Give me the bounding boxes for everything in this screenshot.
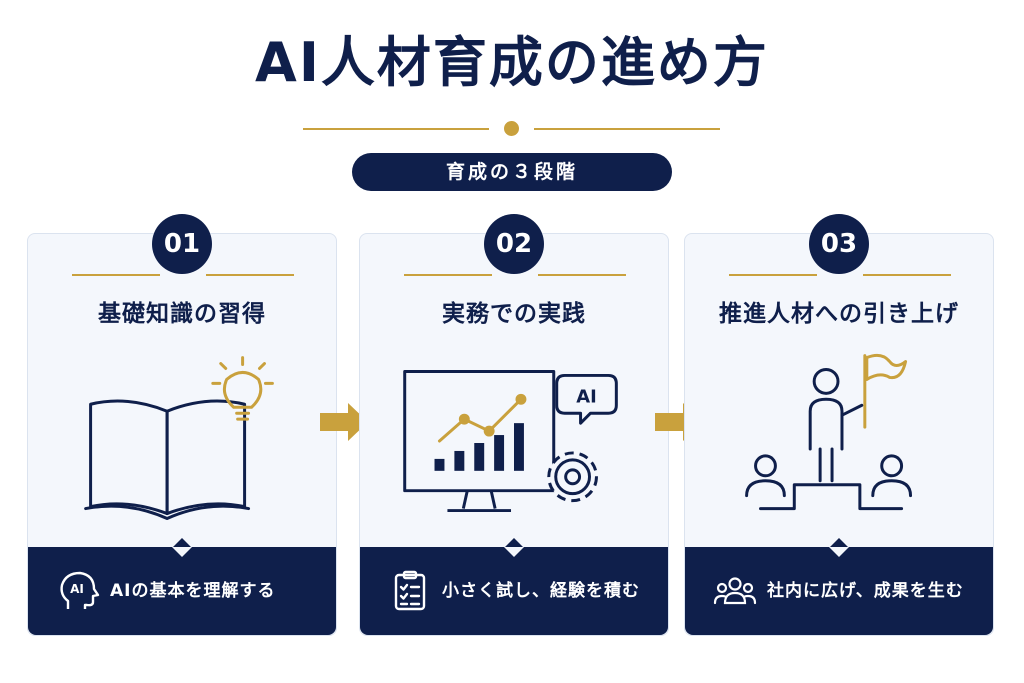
step-2-line-left bbox=[404, 274, 492, 276]
title-divider-right bbox=[534, 128, 720, 130]
podium-leader-flag-icon bbox=[745, 353, 913, 511]
step-footer-2: 小さく試し、経験を積む bbox=[360, 538, 668, 635]
ai-head-icon: AI bbox=[60, 571, 100, 609]
step-footer-3: 社内に広げ、成果を生む bbox=[685, 538, 993, 635]
step-footer-text-1: AIの基本を理解する bbox=[110, 581, 276, 601]
step-footer-text-3: 社内に広げ、成果を生む bbox=[767, 581, 964, 601]
step-card-2: 02 実務での実践 AI bbox=[359, 214, 669, 636]
step-number-3: 03 bbox=[809, 214, 869, 274]
step-number-2: 02 bbox=[484, 214, 544, 274]
step-card-3: 03 推進人材への引き上げ bbox=[684, 214, 994, 636]
monitor-chart-gear-icon: AI bbox=[403, 369, 618, 513]
step-title-1: 基礎知識の習得 bbox=[98, 301, 266, 327]
step-number-1: 01 bbox=[152, 214, 212, 274]
open-book-lightbulb-icon bbox=[84, 356, 274, 521]
title-divider-left bbox=[303, 128, 489, 130]
subtitle-pill: 育成の３段階 bbox=[352, 153, 672, 191]
arrow-right-icon bbox=[320, 403, 368, 441]
step-3-line-right bbox=[863, 274, 951, 276]
svg-text:AI: AI bbox=[70, 582, 84, 596]
step-title-3: 推進人材への引き上げ bbox=[719, 301, 959, 327]
step-footer-1: AI AIの基本を理解する bbox=[28, 538, 336, 635]
step-1-line-right bbox=[206, 274, 294, 276]
clipboard-checklist-icon bbox=[394, 570, 426, 611]
step-footer-text-2: 小さく試し、経験を積む bbox=[442, 581, 640, 601]
team-group-icon bbox=[713, 577, 757, 605]
title-divider-dot bbox=[504, 121, 519, 136]
step-2-line-right bbox=[538, 274, 626, 276]
step-card-1: 01 基礎知識の習得 AI AIの基本を理解する bbox=[27, 214, 337, 636]
step-3-line-left bbox=[729, 274, 817, 276]
ai-badge-text: AI bbox=[576, 386, 597, 407]
page-title: AI人材育成の進め方 bbox=[255, 31, 769, 94]
step-1-line-left bbox=[72, 274, 160, 276]
step-title-2: 実務での実践 bbox=[442, 301, 586, 327]
